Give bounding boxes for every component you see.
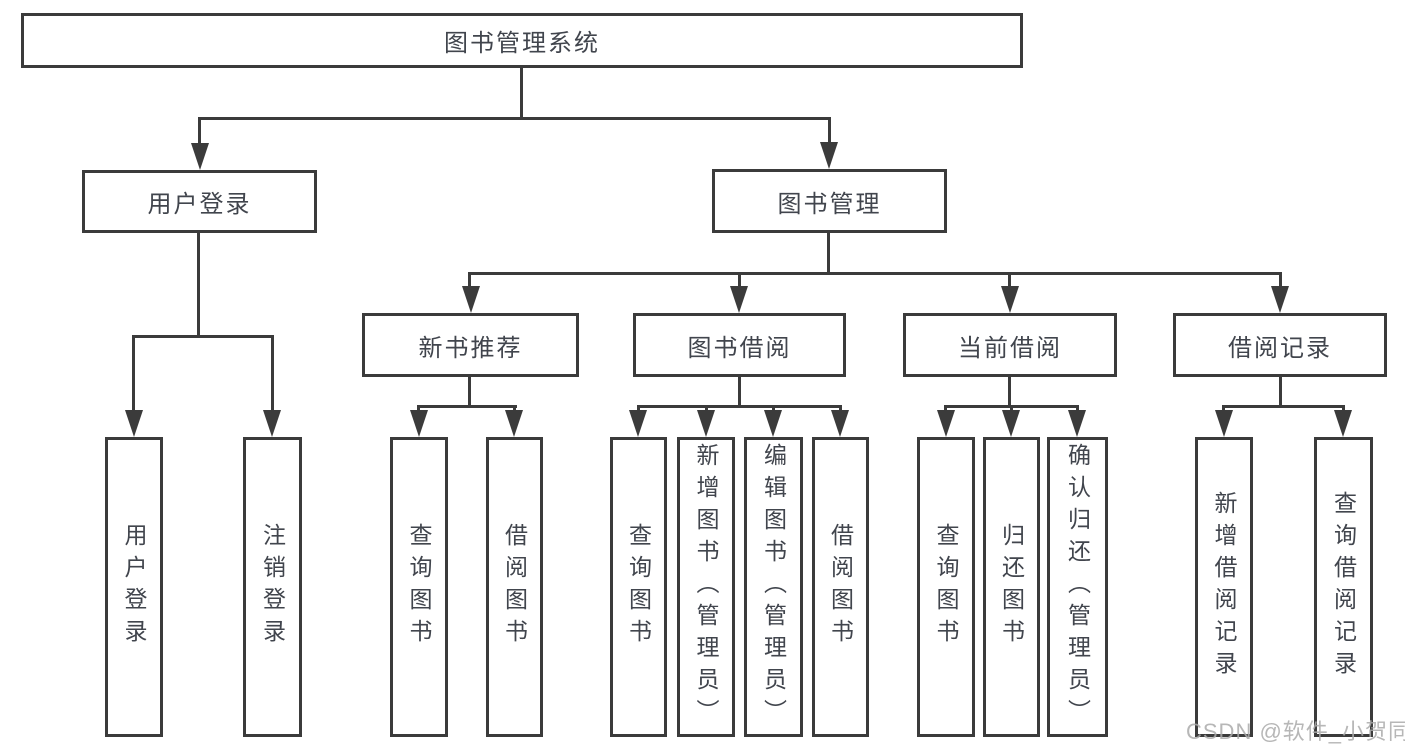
arrow-down-icon bbox=[263, 410, 281, 437]
connector-line bbox=[1008, 377, 1011, 407]
leaf-nb-borrow-books: 借阅图书 bbox=[486, 437, 543, 737]
arrow-down-icon bbox=[1068, 410, 1086, 437]
node-root-label: 图书管理系统 bbox=[444, 30, 600, 57]
leaf-bb-borrow-books-label: 借阅图书 bbox=[827, 523, 854, 651]
node-current-borrow-label: 当前借阅 bbox=[958, 334, 1062, 362]
node-user-login-label: 用户登录 bbox=[147, 191, 252, 218]
arrow-down-icon bbox=[1334, 410, 1352, 437]
leaf-bb-query-books: 查询图书 bbox=[610, 437, 667, 737]
leaf-bb-edit-books-admin: 编辑图书（管理员） bbox=[744, 437, 803, 737]
leaf-logout-label: 注销登录 bbox=[259, 523, 286, 651]
leaf-bb-add-books-admin: 新增图书（管理员） bbox=[677, 437, 735, 737]
leaf-rec-add-record: 新增借阅记录 bbox=[1195, 437, 1253, 737]
arrow-down-icon bbox=[505, 410, 523, 437]
arrow-down-icon bbox=[410, 410, 428, 437]
arrow-down-icon bbox=[697, 410, 715, 437]
connector-line bbox=[132, 335, 273, 338]
connector-line bbox=[197, 233, 200, 335]
arrow-down-icon bbox=[191, 143, 209, 170]
csdn-watermark: CSDN @软件_小贺同学 bbox=[1186, 719, 1405, 744]
node-user-login: 用户登录 bbox=[82, 170, 317, 233]
arrow-down-icon bbox=[1002, 410, 1020, 437]
arrow-down-icon bbox=[730, 286, 748, 313]
connector-line bbox=[132, 335, 135, 413]
connector-line bbox=[1008, 272, 1011, 290]
leaf-cb-return-books: 归还图书 bbox=[983, 437, 1040, 737]
leaf-cb-query-books-label: 查询图书 bbox=[933, 523, 959, 651]
node-new-book-recommend: 新书推荐 bbox=[362, 313, 579, 377]
leaf-cb-confirm-return-admin-label: 确认归还（管理员） bbox=[1064, 443, 1091, 731]
leaf-user-login-label: 用户登录 bbox=[121, 523, 147, 651]
connector-line bbox=[417, 405, 517, 408]
leaf-bb-edit-books-admin-label: 编辑图书（管理员） bbox=[760, 443, 787, 731]
connector-line bbox=[468, 377, 471, 407]
connector-line bbox=[738, 272, 741, 290]
node-book-borrow-label: 图书借阅 bbox=[687, 334, 792, 362]
leaf-nb-borrow-books-label: 借阅图书 bbox=[501, 523, 528, 651]
leaf-rec-query-record: 查询借阅记录 bbox=[1314, 437, 1373, 737]
connector-line bbox=[637, 405, 842, 408]
leaf-bb-add-books-admin-label: 新增图书（管理员） bbox=[693, 443, 719, 731]
node-new-book-recommend-label: 新书推荐 bbox=[418, 334, 523, 362]
leaf-nb-query-books: 查询图书 bbox=[390, 437, 448, 737]
leaf-nb-query-books-label: 查询图书 bbox=[406, 523, 432, 651]
connector-line bbox=[1279, 272, 1282, 290]
leaf-rec-add-record-label: 新增借阅记录 bbox=[1211, 491, 1237, 683]
arrow-down-icon bbox=[629, 410, 647, 437]
leaf-cb-confirm-return-admin: 确认归还（管理员） bbox=[1047, 437, 1108, 737]
connector-line bbox=[520, 68, 523, 118]
connector-line bbox=[1279, 377, 1282, 407]
connector-line bbox=[198, 117, 831, 120]
connector-line bbox=[738, 377, 741, 407]
connector-line bbox=[827, 233, 830, 272]
node-root: 图书管理系统 bbox=[21, 13, 1023, 68]
node-book-borrow: 图书借阅 bbox=[633, 313, 846, 377]
arrow-down-icon bbox=[1271, 286, 1289, 313]
node-borrow-records: 借阅记录 bbox=[1173, 313, 1387, 377]
connector-line bbox=[271, 335, 274, 413]
leaf-rec-query-record-label: 查询借阅记录 bbox=[1330, 491, 1357, 683]
arrow-down-icon bbox=[462, 286, 480, 313]
leaf-cb-return-books-label: 归还图书 bbox=[998, 523, 1025, 651]
connector-line bbox=[468, 272, 1282, 275]
arrow-down-icon bbox=[125, 410, 143, 437]
connector-line bbox=[828, 117, 831, 147]
arrow-down-icon bbox=[831, 410, 849, 437]
arrow-down-icon bbox=[1001, 286, 1019, 313]
leaf-user-login: 用户登录 bbox=[105, 437, 163, 737]
leaf-bb-query-books-label: 查询图书 bbox=[625, 523, 652, 651]
leaf-bb-borrow-books: 借阅图书 bbox=[812, 437, 869, 737]
connector-line bbox=[468, 272, 471, 290]
arrow-down-icon bbox=[820, 142, 838, 169]
node-current-borrow: 当前借阅 bbox=[903, 313, 1117, 377]
leaf-cb-query-books: 查询图书 bbox=[917, 437, 975, 737]
node-borrow-records-label: 借阅记录 bbox=[1228, 334, 1332, 362]
node-book-management-label: 图书管理 bbox=[777, 190, 882, 218]
connector-line bbox=[198, 117, 201, 147]
arrow-down-icon bbox=[764, 410, 782, 437]
arrow-down-icon bbox=[937, 410, 955, 437]
node-book-management: 图书管理 bbox=[712, 169, 947, 233]
leaf-logout: 注销登录 bbox=[243, 437, 302, 737]
connector-line bbox=[1222, 405, 1345, 408]
arrow-down-icon bbox=[1215, 410, 1233, 437]
